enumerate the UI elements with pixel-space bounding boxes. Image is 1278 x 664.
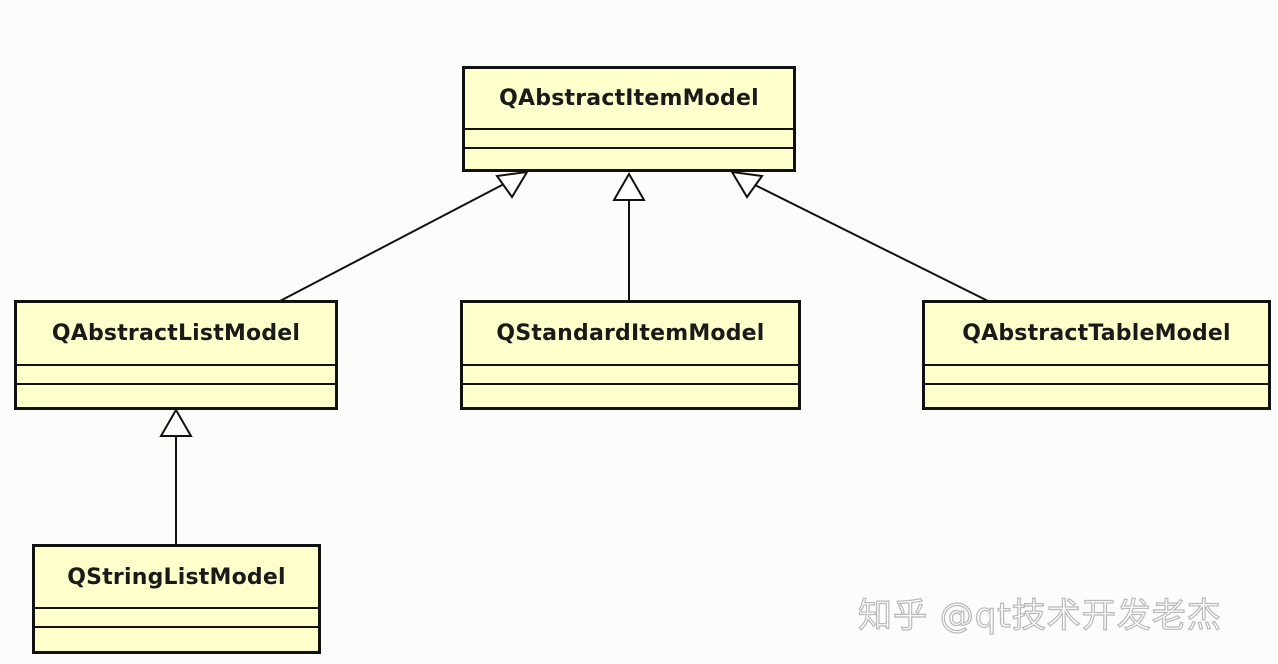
inheritance-arrowhead	[612, 171, 646, 201]
class-box-qabstractlistmodel: QAbstractListModel	[14, 300, 338, 410]
edge-list-to-item	[279, 183, 505, 302]
class-operations-compartment	[17, 385, 335, 407]
class-name: QStringListModel	[35, 547, 318, 609]
class-name: QAbstractItemModel	[465, 69, 793, 130]
class-operations-compartment	[463, 385, 798, 407]
class-attributes-compartment	[465, 130, 793, 149]
inheritance-arrowhead	[495, 170, 529, 199]
zhihu-watermark: 知乎 @qt技术开发老杰	[857, 595, 1222, 636]
inheritance-arrowhead	[159, 407, 193, 437]
class-operations-compartment	[35, 628, 318, 651]
class-box-qabstracttablemodel: QAbstractTableModel	[922, 300, 1271, 410]
inheritance-arrowhead	[730, 170, 764, 199]
class-name: QAbstractListModel	[17, 303, 335, 366]
class-attributes-compartment	[35, 609, 318, 628]
class-box-qabstractitemmodel: QAbstractItemModel	[462, 66, 796, 172]
class-attributes-compartment	[463, 366, 798, 385]
class-attributes-compartment	[17, 366, 335, 385]
class-box-qstandarditemmodel: QStandardItemModel	[460, 300, 801, 410]
class-box-qstringlistmodel: QStringListModel	[32, 544, 321, 654]
class-name: QAbstractTableModel	[925, 303, 1268, 366]
class-name: QStandardItemModel	[463, 303, 798, 366]
class-attributes-compartment	[925, 366, 1268, 385]
class-operations-compartment	[925, 385, 1268, 407]
edge-table-to-item	[754, 184, 989, 302]
class-operations-compartment	[465, 149, 793, 169]
